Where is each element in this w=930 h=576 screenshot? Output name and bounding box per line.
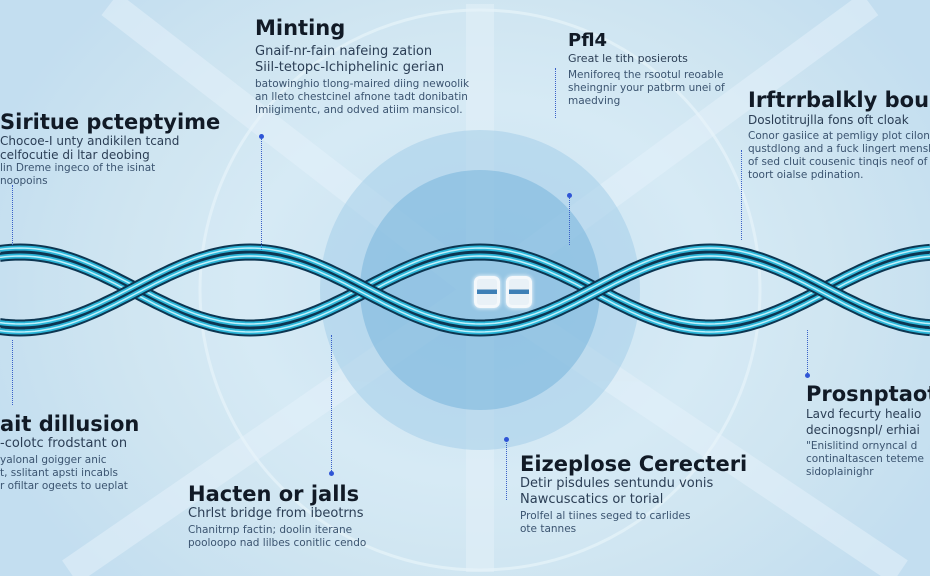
section-pfl4: Pfl4 Great le tith posierots Meniforeq t… [568,30,725,108]
section-body: "Enislitind ornyncal d [806,440,918,452]
section-body: Prolfel al tiines seged to carlides [520,510,691,522]
section-body: noopoins [0,175,48,187]
connector-line [506,440,507,500]
connector-line [555,68,556,118]
section-subtitle: Great le tith posierots [568,52,688,65]
section-subtitle: Siil-tetopc-Ichiphelinic gerian [255,60,445,75]
section-subtitle: -colotc frodstant on [0,436,128,451]
section-body: maedving [568,95,621,107]
section-body: qustdlong and a fuck lingert mensle [748,143,930,155]
section-body: Chocoe-I unty andikilen tcand [0,134,180,148]
section-body: Imiigimentc, and odved atiim mansicol. [255,104,463,116]
section-title: ait dillusion [0,412,140,436]
connector-dot [259,134,264,139]
section-minting: Minting Gnaif-nr-fain nafeing zation Sii… [255,16,469,117]
section-body: toort oialse pdination. [748,169,864,181]
section-body: Meniforeq the rsootul reoable [568,69,724,81]
section-eizeplose: Eizeplose Cerecteri Detir pisdules sentu… [520,452,747,536]
section-subtitle: Detir pisdules sentundu vonis [520,476,714,491]
section-subtitle: Gnaif-nr-fain nafeing zation [255,44,433,59]
section-body: ote tannes [520,523,577,535]
section-title: Eizeplose Cerecteri [520,452,748,476]
connector-line [331,335,332,473]
connector-dot [567,193,572,198]
connector-line [12,185,13,245]
connector-line [569,195,570,245]
section-subtitle: Lavd fecurty healio [806,407,922,421]
cable-strand [0,255,930,333]
cable-strand [0,247,930,325]
section-subtitle: Doslotitrujlla fons oft cloak [748,113,909,127]
connector-line [741,150,742,240]
section-body: batowinghio tlong-maired diing newoolik [255,78,470,90]
section-dillusion: ait dillusion -colotc frodstant on yalon… [0,412,139,493]
section-body: pooloopo nad lilbes conitlic cendo [188,537,367,549]
section-prosnptaota: Prosnptaota Lavd fecurty healio decinogs… [806,382,930,479]
braided-cable [0,243,930,337]
connector-line [12,340,13,405]
section-body: Chanitrnp factin; doolin iterane [188,524,353,536]
connector-line [807,330,808,375]
section-body: sheingnir your patbrm unei of [568,82,725,94]
section-body: sidoplainighr [806,466,874,478]
section-body: of sed cluit cousenic tinqis neof of [748,156,928,168]
section-title: Hacten or jalls [188,482,360,506]
section-body: Conor gasiice at pemligy plot cilon [748,130,930,142]
section-body: continaltascen teteme [806,453,924,465]
section-body: an lleto chestcinel afnone tadt donibati… [255,91,468,103]
section-subtitle: Chrlst bridge from ibeotrns [188,506,364,521]
section-siritue: Siritue pcteptyime Chocoe-I unty andikil… [0,110,220,188]
section-subtitle: Nawcuscatics or torial [520,492,664,507]
section-body: t, sslitant apsti incabls [0,467,119,479]
chip-88-icon [474,276,532,308]
section-hacten: Hacten or jalls Chrlst bridge from ibeot… [188,482,366,550]
section-body: yalonal goigger anic [0,454,107,466]
section-title: Siritue pcteptyime [0,110,221,134]
connector-line [261,135,262,250]
connector-dot [805,373,810,378]
connector-dot [329,471,334,476]
section-title: Pfl4 [568,30,608,51]
section-irftrrbalkly: Irftrrbalkly boun Doslotitrujlla fons of… [748,88,930,182]
section-title: Prosnptaota [806,382,930,406]
section-subtitle: decinogsnpl/ erhiai [806,423,920,437]
cable-strand [0,247,930,325]
section-title: Minting [255,16,346,40]
section-body: celfocutie di ltar deobing [0,148,150,162]
section-body: lin Dreme ingeco of the isinat [0,162,156,174]
cable-strand [0,255,930,333]
connector-dot [504,437,509,442]
section-title: Irftrrbalkly boun [748,88,930,112]
section-body: r ofiltar ogeets to ueplat [0,480,128,492]
